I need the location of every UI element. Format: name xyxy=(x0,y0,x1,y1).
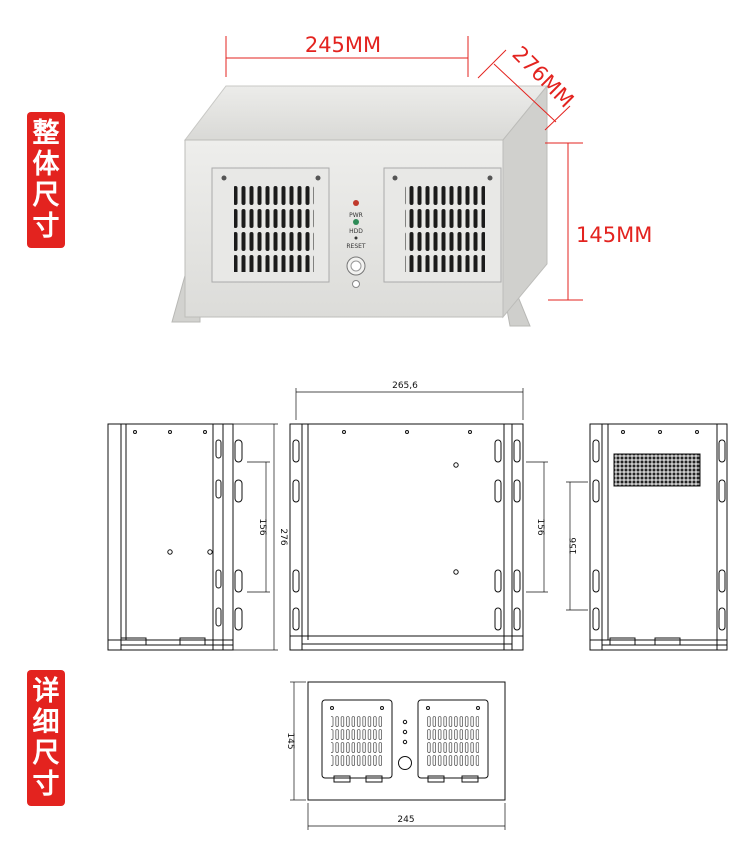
chassis-top xyxy=(183,85,549,141)
right-side-view xyxy=(566,423,728,651)
tag-char: 详 xyxy=(32,676,60,707)
middle-hole-spacing-dimension: 156 xyxy=(535,518,545,535)
tag-char: 细 xyxy=(32,707,60,738)
width-dimension-label: 245MM xyxy=(305,33,381,57)
left-vent-slots xyxy=(234,184,314,272)
power-led-icon xyxy=(353,200,359,206)
right-hole-spacing-dimension: 156 xyxy=(569,537,579,554)
front-width-dimension: 245 xyxy=(397,815,414,825)
pwr-label: PWR xyxy=(349,212,363,219)
reset-label: RESET xyxy=(346,243,366,250)
front-view xyxy=(290,681,506,830)
tag-char: 尺 xyxy=(32,180,60,211)
front-height-dimension: 145 xyxy=(285,732,295,749)
ventilation-mesh xyxy=(613,453,701,487)
tag-char: 寸 xyxy=(32,211,60,242)
right-vent-slots xyxy=(405,184,485,272)
section-tag-overall-size: 整 体 尺 寸 xyxy=(27,112,65,248)
left-depth-dimension: 276 xyxy=(278,528,288,545)
left-hole-spacing-dimension: 156 xyxy=(257,518,267,535)
mount-slots xyxy=(215,439,243,631)
left-side-view xyxy=(107,423,278,651)
power-button xyxy=(352,280,360,288)
hdd-led-icon xyxy=(353,219,359,225)
tag-char: 寸 xyxy=(32,769,60,800)
chassis-photo: PWR HDD RESET xyxy=(171,84,549,327)
top-width-dimension: 265,6 xyxy=(392,381,418,391)
tag-char: 尺 xyxy=(32,738,60,769)
middle-side-view xyxy=(289,388,548,651)
height-dimension-label: 145MM xyxy=(576,223,652,247)
tag-char: 整 xyxy=(32,118,60,149)
photo-dimensions xyxy=(225,36,583,301)
section-tag-detail-size: 详 细 尺 寸 xyxy=(27,670,65,806)
tag-char: 体 xyxy=(32,149,60,180)
hdd-label: HDD xyxy=(349,228,363,235)
